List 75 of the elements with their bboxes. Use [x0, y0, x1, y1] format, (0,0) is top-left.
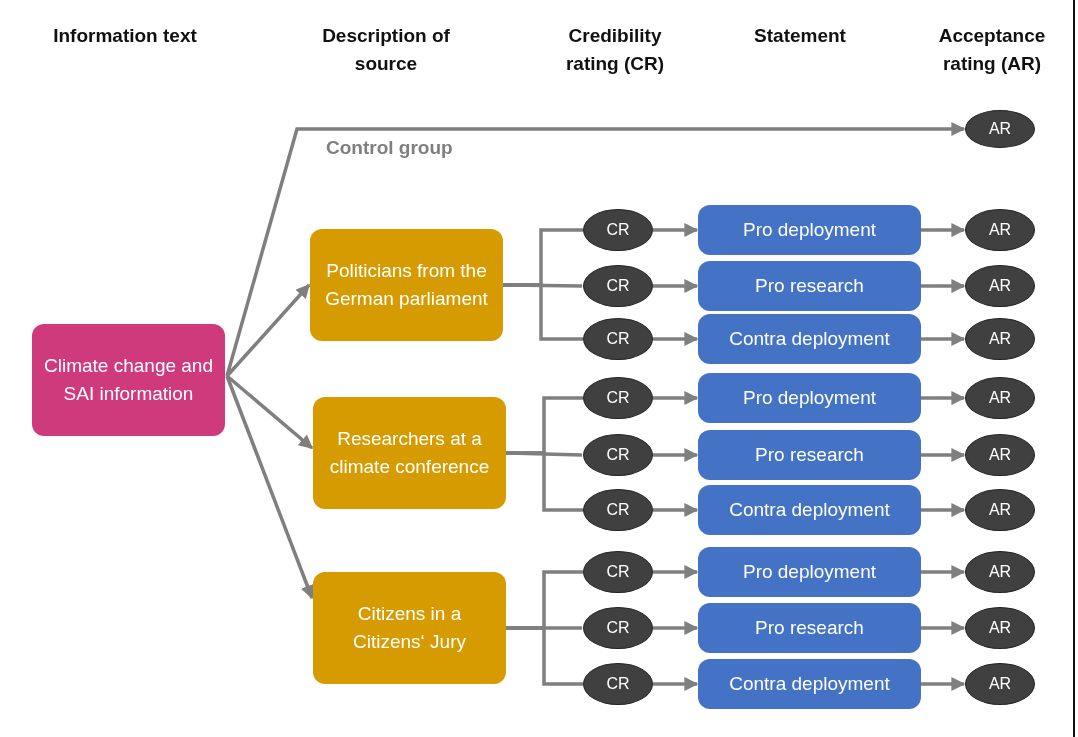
arrow [653, 332, 699, 346]
process-box [698, 205, 921, 255]
process-box [698, 373, 921, 423]
arrow [225, 283, 311, 378]
arrow [653, 279, 699, 293]
node-label: AR [988, 119, 1012, 139]
arrow [225, 375, 315, 600]
process-box [32, 324, 225, 436]
arrow [921, 677, 966, 691]
node-label: Pro research [755, 274, 864, 298]
arrow [921, 223, 966, 237]
node-label: CR [606, 276, 630, 296]
node-label: Researchers at a climate conference [328, 427, 491, 479]
process-box [698, 485, 921, 535]
arrow [653, 621, 699, 635]
connector-line [506, 626, 583, 686]
process-box [313, 397, 506, 509]
arrow [921, 565, 966, 579]
arrow [921, 279, 966, 293]
node-label: Pro research [755, 616, 864, 640]
node-label: AR [988, 329, 1012, 349]
process-box [698, 261, 921, 311]
node-label: AR [988, 674, 1012, 694]
node-label: CR [606, 674, 630, 694]
process-box [698, 659, 921, 709]
node-label: Contra deployment [729, 327, 890, 351]
arrow [921, 448, 966, 462]
node-label: CR [606, 500, 630, 520]
process-box [313, 572, 506, 684]
column-heading: Information text [52, 24, 198, 48]
node-label: AR [988, 562, 1012, 582]
column-heading: Acceptance rating (AR) [937, 24, 1047, 76]
node-label: CR [606, 388, 630, 408]
process-box [698, 547, 921, 597]
column-heading: Credibility rating (CR) [564, 24, 666, 76]
node-label: AR [988, 276, 1012, 296]
node-label: CR [606, 445, 630, 465]
node-label: AR [988, 500, 1012, 520]
node-label: Pro deployment [742, 560, 877, 584]
arrow [653, 391, 699, 405]
node-label: Politicians from the German parliament [324, 259, 489, 311]
arrow [653, 503, 699, 517]
arrow [653, 565, 699, 579]
process-box [698, 314, 921, 364]
process-box [310, 229, 503, 341]
column-heading: Description of source [321, 24, 451, 76]
node-label: Contra deployment [729, 672, 890, 696]
arrow [653, 448, 699, 462]
node-label: CR [606, 618, 630, 638]
arrow [921, 503, 966, 517]
arrow [225, 374, 314, 450]
arrow [921, 391, 966, 405]
process-box [698, 603, 921, 653]
node-label: Climate change and SAI information [43, 354, 214, 406]
node-label: AR [988, 220, 1012, 240]
node-label: Pro deployment [742, 218, 877, 242]
column-heading: Statement [753, 24, 847, 48]
connector-line [503, 283, 583, 341]
node-label: Pro deployment [742, 386, 877, 410]
node-label: CR [606, 220, 630, 240]
arrow [653, 677, 699, 691]
arrow [225, 122, 966, 377]
arrow [921, 332, 966, 346]
node-label: AR [988, 388, 1012, 408]
node-label: AR [988, 445, 1012, 465]
node-label: Pro research [755, 443, 864, 467]
process-box [698, 430, 921, 480]
node-label: CR [606, 329, 630, 349]
node-label: Citizens in a Citizens‘ Jury [352, 602, 467, 654]
arrow [921, 621, 966, 635]
node-label: AR [988, 618, 1012, 638]
connector-line [506, 451, 583, 512]
node-label: Contra deployment [729, 498, 890, 522]
arrow [653, 223, 699, 237]
node-label: CR [606, 562, 630, 582]
